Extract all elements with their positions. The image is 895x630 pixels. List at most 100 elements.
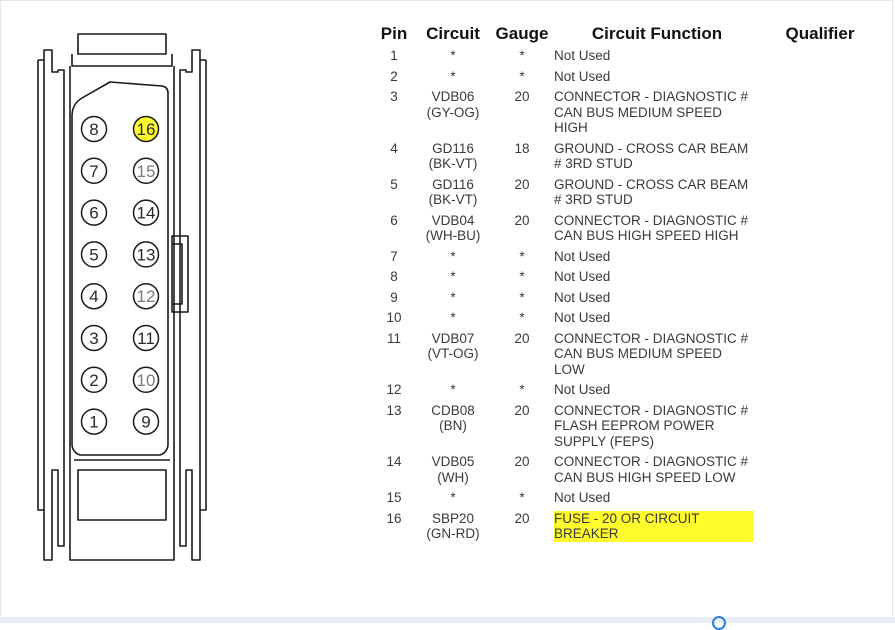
cell-circuit: VDB07 (VT-OG) (416, 331, 490, 383)
function-text: CONNECTOR - DIAGNOSTIC # FLASH EEPROM PO… (554, 402, 749, 449)
circuit-text: * (450, 490, 456, 505)
cell-circuit-function: FUSE - 20 OR CIRCUIT BREAKER (554, 510, 780, 547)
cell-circuit-function: CONNECTOR - DIAGNOSTIC # CAN BUS MEDIUM … (554, 89, 780, 141)
pin-4: 4 (80, 282, 108, 310)
cell-circuit-function: GROUND - CROSS CAR BEAM # 3RD STUD (554, 177, 780, 213)
cell-gauge: 20 (514, 330, 530, 346)
cell-qualifier (780, 48, 860, 69)
cell-gauge: 20 (514, 454, 530, 469)
cell-gauge: 18 (514, 140, 530, 156)
cell-pin: 16 (386, 510, 402, 526)
pin-10: 10 (132, 366, 160, 394)
cell-circuit: VDB04 (WH-BU) (416, 213, 490, 249)
circuit-text: CDB08 (BN) (431, 402, 475, 434)
circle-icon (712, 616, 726, 630)
cell-gauge: * (519, 310, 525, 325)
cell-circuit: * (416, 310, 490, 331)
pin-7: 7 (80, 157, 108, 185)
cell-pin: 7 (390, 248, 398, 264)
pin-label: 7 (89, 162, 98, 181)
pin-circle (132, 324, 160, 352)
pin-label: 13 (137, 245, 156, 264)
cell-circuit-function: CONNECTOR - DIAGNOSTIC # FLASH EEPROM PO… (554, 403, 780, 455)
circuit-text: * (450, 269, 456, 284)
cell-circuit: * (416, 269, 490, 290)
pin-5: 5 (80, 241, 108, 268)
pin-label: 5 (89, 245, 98, 264)
cell-gauge: * (519, 48, 525, 63)
cell-circuit: CDB08 (BN) (416, 403, 490, 455)
pin-label: 1 (89, 413, 98, 432)
function-text: CONNECTOR - DIAGNOSTIC # CAN BUS MEDIUM … (554, 89, 749, 135)
function-text: CONNECTOR - DIAGNOSTIC # CAN BUS HIGH SP… (554, 454, 749, 485)
header-circuit-function: Circuit Function (591, 24, 723, 43)
cell-qualifier (780, 382, 860, 403)
cell-gauge: 20 (514, 510, 530, 526)
cell-qualifier (780, 213, 860, 249)
cell-qualifier (780, 249, 860, 270)
cell-gauge: * (519, 248, 525, 264)
pin-label: 4 (89, 287, 98, 306)
cell-circuit-function: Not Used (554, 290, 780, 311)
function-text: Not Used (554, 48, 611, 63)
pin-circle (132, 115, 160, 143)
cell-circuit-function: Not Used (554, 249, 780, 270)
header-pin: Pin (380, 24, 408, 43)
table-row: 15**Not Used (372, 490, 860, 511)
cell-gauge: 20 (514, 212, 530, 228)
cell-gauge: * (519, 68, 525, 84)
header-qualifier: Qualifier (785, 24, 855, 43)
header-gauge: Gauge (495, 24, 549, 43)
circuit-text: VDB04 (WH-BU) (425, 212, 481, 244)
cell-circuit: * (416, 69, 490, 90)
pin-9: 9 (132, 408, 160, 435)
cell-pin: 13 (386, 402, 402, 418)
pin-label: 16 (137, 120, 156, 139)
cell-qualifier (780, 310, 860, 331)
cell-pin: 6 (390, 212, 398, 228)
pin-circle (80, 115, 108, 143)
function-text: GROUND - CROSS CAR BEAM # 3RD STUD (554, 140, 749, 172)
table-row: 12**Not Used (372, 382, 860, 403)
cell-circuit: VDB05 (WH) (416, 454, 490, 490)
cell-gauge: * (519, 490, 525, 505)
cell-circuit: * (416, 48, 490, 69)
circuit-text: * (450, 289, 456, 305)
circuit-text: VDB06 (GY-OG) (426, 89, 480, 120)
cell-circuit: GD116 (BK-VT) (416, 141, 490, 177)
pin-14: 14 (132, 199, 160, 226)
pin-label: 3 (89, 329, 98, 348)
cell-qualifier (780, 89, 860, 141)
cell-circuit: * (416, 290, 490, 311)
cell-circuit-function: Not Used (554, 69, 780, 90)
function-text: GROUND - CROSS CAR BEAM # 3RD STUD (554, 176, 749, 208)
cell-pin: 11 (386, 330, 401, 346)
pin-2: 2 (80, 366, 108, 394)
pin-circle (80, 241, 108, 268)
function-text: Not Used (554, 490, 611, 505)
cell-circuit-function: Not Used (554, 48, 780, 69)
cell-gauge: 20 (514, 89, 530, 104)
function-text: Not Used (554, 269, 611, 284)
pin-label: 6 (89, 204, 98, 223)
pin-label: 15 (137, 162, 156, 181)
cell-qualifier (780, 269, 860, 290)
cell-gauge: * (519, 382, 525, 397)
pin-16: 16 (132, 115, 160, 143)
cell-circuit-function: GROUND - CROSS CAR BEAM # 3RD STUD (554, 141, 780, 177)
cell-gauge: 20 (514, 176, 530, 192)
table-row: 1**Not Used (372, 48, 860, 69)
pin-12: 12 (132, 282, 160, 310)
pin-circle (132, 282, 160, 310)
cell-circuit: VDB06 (GY-OG) (416, 89, 490, 141)
cell-circuit-function: Not Used (554, 490, 780, 511)
pin-8: 8 (80, 115, 108, 143)
cell-qualifier (780, 454, 860, 490)
cell-qualifier (780, 403, 860, 455)
